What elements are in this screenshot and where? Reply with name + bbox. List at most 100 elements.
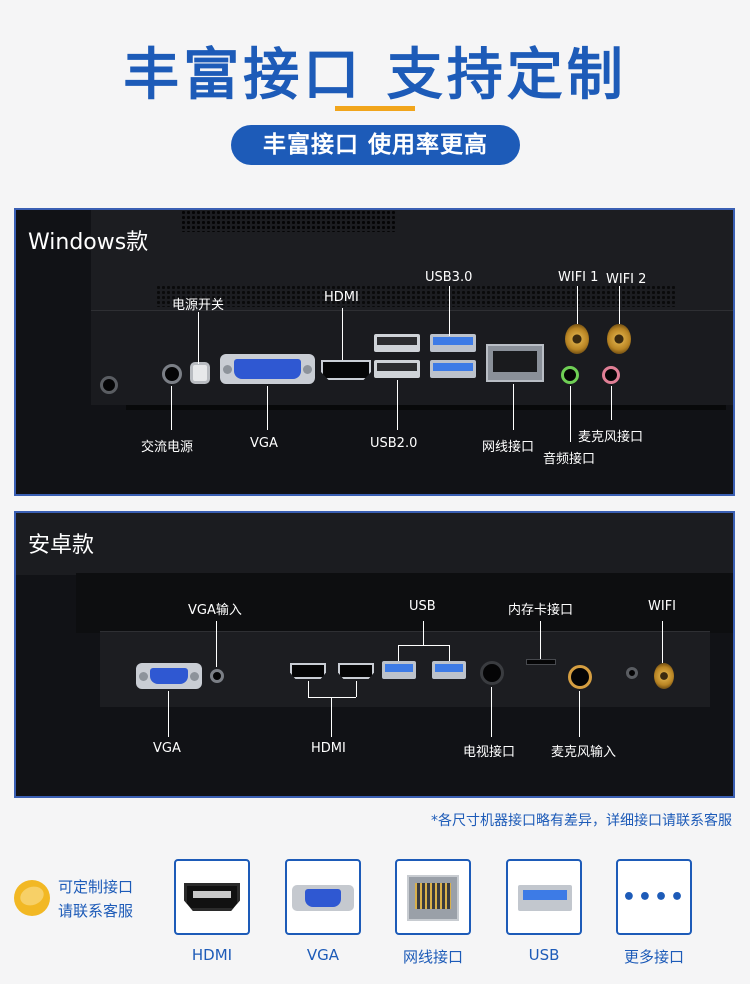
usb-card-label: USB xyxy=(528,946,560,964)
leader-wifi xyxy=(662,621,663,663)
rj45-card-label: 网线接口 xyxy=(402,948,463,966)
leader-ac-power xyxy=(171,386,172,430)
machine-top xyxy=(16,513,733,575)
vga-card-label: VGA xyxy=(306,946,340,964)
usb-tongue xyxy=(433,363,473,372)
vga-screw-left xyxy=(223,365,232,374)
leader-usb3 xyxy=(449,286,450,336)
leader-vga xyxy=(267,386,268,430)
leader-usb-bar xyxy=(398,645,450,646)
ground-screw xyxy=(100,376,118,394)
hdmi-card xyxy=(174,859,250,935)
vga-icon xyxy=(292,885,354,911)
vga-screw-right xyxy=(190,672,199,681)
top-vent xyxy=(181,210,396,232)
leader-hdmi xyxy=(342,308,343,360)
usb-port-1 xyxy=(382,661,416,679)
label-usb3: USB3.0 xyxy=(425,270,473,285)
leader-audio xyxy=(570,386,571,442)
hdmi-port-2 xyxy=(338,663,374,679)
hdmi-port xyxy=(321,360,371,380)
port-strip xyxy=(91,310,733,405)
audio-port xyxy=(561,366,579,384)
hdmi-port-1 xyxy=(290,663,326,679)
wifi-antenna xyxy=(654,663,674,689)
chat-bubble-icon xyxy=(14,880,50,916)
vga-audio-port xyxy=(210,669,224,683)
mic-port xyxy=(602,366,620,384)
label-audio: 音频接口 xyxy=(543,452,596,467)
tv-port xyxy=(480,661,504,685)
label-power-switch: 电源开关 xyxy=(172,298,225,313)
more-card-label: 更多接口 xyxy=(623,948,684,966)
ac-power-port xyxy=(162,364,182,384)
leader-hdmi xyxy=(331,697,332,737)
windows-panel: Windows款 电源开关 HDMI USB3.0 WIFI 1 WIFI 2 … xyxy=(14,208,735,496)
custom-line-2: 请联系客服 xyxy=(58,902,134,920)
vga-port xyxy=(136,663,202,689)
lan-port xyxy=(486,344,544,382)
label-wifi2: WIFI 2 xyxy=(606,272,647,287)
footnote: *各尺寸机器接口略有差异，详细接口请联系客服 xyxy=(431,813,732,829)
label-hdmi: HDMI xyxy=(311,741,346,756)
custom-line-1: 可定制接口 xyxy=(58,878,134,896)
label-usb2: USB2.0 xyxy=(370,436,418,451)
label-hdmi: HDMI xyxy=(324,290,359,305)
custom-contact[interactable]: 可定制接口 请联系客服 xyxy=(14,870,164,930)
usb2-port-1 xyxy=(374,334,420,352)
label-mic-in: 麦克风输入 xyxy=(551,745,617,760)
label-vga: VGA xyxy=(153,741,181,756)
power-switch xyxy=(190,362,210,384)
side-vent xyxy=(156,285,676,307)
vga-screw-left xyxy=(139,672,148,681)
usb-port-2 xyxy=(432,661,466,679)
label-vga: VGA xyxy=(250,436,278,451)
vga-port xyxy=(220,354,315,384)
leader-wifi2 xyxy=(619,286,620,324)
label-mic: 麦克风接口 xyxy=(578,430,644,445)
leader-hdmi-bar xyxy=(308,697,356,698)
leader-tv xyxy=(491,687,492,737)
leader-vga-in xyxy=(216,621,217,667)
vga-card xyxy=(285,859,361,935)
leader-usb xyxy=(423,621,424,645)
more-icon: •••• xyxy=(621,885,687,910)
label-wifi: WIFI xyxy=(648,599,676,614)
subtitle-pill: 丰富接口 使用率更高 xyxy=(231,125,520,165)
usb2-port-2 xyxy=(374,360,420,378)
machine-back xyxy=(76,573,733,633)
leader-hdmi-right xyxy=(356,681,357,697)
usb3-port-1 xyxy=(430,334,476,352)
leader-hdmi-left xyxy=(308,681,309,697)
leader-wifi1 xyxy=(577,286,578,324)
leader-mic xyxy=(611,386,612,420)
usb-tongue xyxy=(377,337,417,346)
wifi2-antenna xyxy=(607,324,631,354)
leader-lan xyxy=(513,384,514,430)
vga-screw-right xyxy=(303,365,312,374)
hdmi-card-label: HDMI xyxy=(191,946,233,964)
android-panel: 安卓款 VGA输入 USB 内存卡接口 WIFI VGA HDMI 电视接口 麦… xyxy=(14,511,735,798)
rj45-card xyxy=(395,859,471,935)
label-tv: 电视接口 xyxy=(463,745,516,760)
page-title: 丰富接口 支持定制 xyxy=(123,43,627,108)
more-card[interactable]: •••• xyxy=(616,859,692,935)
label-vga-in: VGA输入 xyxy=(188,603,242,618)
reset-hole xyxy=(626,667,638,679)
leader-power-switch xyxy=(198,312,199,364)
leader-mic-in xyxy=(579,691,580,737)
usb3-port-2 xyxy=(430,360,476,378)
usb-tongue xyxy=(433,337,473,346)
label-card: 内存卡接口 xyxy=(508,603,574,618)
android-title: 安卓款 xyxy=(28,533,95,558)
mic-in-port xyxy=(568,665,592,689)
leader-card xyxy=(540,621,541,659)
rj45-icon xyxy=(407,875,459,921)
wifi1-antenna xyxy=(565,324,589,354)
usb-tongue xyxy=(385,664,413,673)
hdmi-icon xyxy=(184,883,240,911)
usb-card xyxy=(506,859,582,935)
leader-usb-left xyxy=(398,645,399,661)
strip-edge xyxy=(126,405,726,410)
label-wifi1: WIFI 1 xyxy=(558,270,599,285)
